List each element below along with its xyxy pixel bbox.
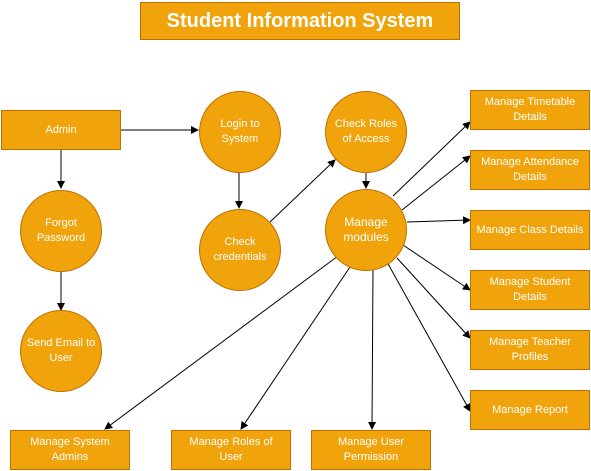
node-login: Login to System — [199, 91, 281, 173]
node-manage-timetable: Manage Timetable Details — [470, 90, 590, 130]
node-forgot-password-label: Forgot Password — [36, 217, 86, 244]
node-manage-roles-label: Manage Roles of User — [189, 436, 273, 463]
node-manage-modules-label: Manage modules — [343, 215, 389, 244]
node-manage-teacher-label: Manage Teacher Profiles — [489, 336, 571, 363]
node-manage-system-admins-label: Manage System Admins — [30, 436, 110, 463]
node-login-label: Login to System — [220, 118, 260, 145]
node-manage-attendance-label: Manage Attendance Details — [481, 156, 579, 183]
node-check-credentials: Check credentials — [199, 209, 281, 291]
edge-modules-permission — [368, 268, 377, 430]
edge-check-roles — [269, 159, 336, 223]
node-manage-report-label: Manage Report — [492, 403, 568, 416]
node-manage-teacher: Manage Teacher Profiles — [470, 330, 590, 370]
node-forgot-password: Forgot Password — [20, 190, 102, 272]
node-manage-class: Manage Class Details — [470, 210, 590, 250]
node-admin-label: Admin — [45, 123, 77, 136]
node-check-roles: Check Roles of Access — [325, 91, 407, 173]
node-manage-system-admins: Manage System Admins — [10, 430, 130, 470]
node-manage-roles: Manage Roles of User — [171, 430, 291, 470]
node-manage-report: Manage Report — [470, 390, 590, 430]
node-admin: Admin — [1, 110, 121, 150]
node-manage-user-permission: Manage User Permission — [311, 430, 431, 470]
node-check-roles-label: Check Roles of Access — [334, 118, 398, 145]
edge-modules-roles — [240, 263, 353, 430]
edge-modules-teacher — [396, 257, 471, 339]
edge-modules-attendance — [401, 155, 471, 211]
node-manage-student: Manage Student Details — [470, 270, 590, 310]
edge-modules-student — [402, 244, 471, 291]
node-send-email-label: Send Email to User — [26, 337, 96, 364]
node-manage-class-label: Manage Class Details — [476, 223, 584, 236]
node-check-credentials-label: Check credentials — [213, 236, 267, 263]
edge-modules-class — [406, 216, 471, 225]
node-manage-user-permission-label: Manage User Permission — [337, 436, 405, 463]
node-send-email: Send Email to User — [20, 310, 102, 392]
node-manage-student-label: Manage Student Details — [489, 276, 571, 303]
node-manage-modules: Manage modules — [325, 189, 407, 271]
edge-modules-timetable — [392, 121, 471, 197]
node-manage-timetable-label: Manage Timetable Details — [484, 96, 576, 123]
edge-modules-sysadmins — [104, 255, 339, 430]
edge-modules-report — [386, 261, 471, 412]
node-manage-attendance: Manage Attendance Details — [470, 150, 590, 190]
diagram-title: Student Information System — [140, 2, 460, 40]
